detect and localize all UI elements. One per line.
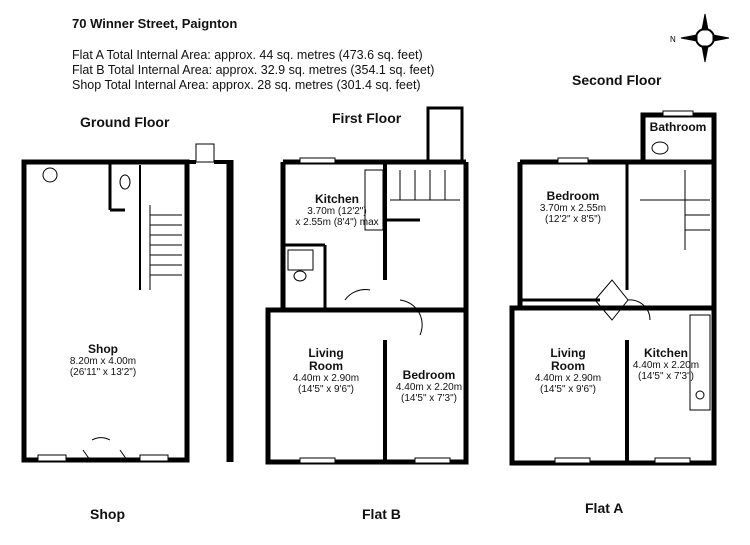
room-dimensions-m: 4.40m x 2.20m xyxy=(632,360,700,371)
first-floor-walls xyxy=(265,106,469,465)
compass-icon xyxy=(680,13,730,63)
room-dimensions-ft: (14'5" x 7'3") xyxy=(638,371,694,382)
room-name-line2: Room xyxy=(309,359,343,373)
room-name: Living xyxy=(308,346,344,360)
room-dimensions-ft: (14'5" x 9'6") xyxy=(298,384,354,395)
ground-floor-walls xyxy=(21,143,234,463)
room-dimensions-m: 4.40m x 2.90m xyxy=(292,373,360,384)
room-dimensions-m: 3.70m x 2.55m xyxy=(539,203,607,214)
first-floor-heading: First Floor xyxy=(332,110,402,126)
ground-floor-heading: Ground Floor xyxy=(80,114,170,130)
room-name: Shop xyxy=(87,342,118,356)
second-floor-walls xyxy=(509,110,717,466)
room-dimensions-ft: (14'5" x 7'3") xyxy=(401,393,457,404)
room-name-line2: Room xyxy=(551,359,585,373)
room-dimensions-ft: (12'2" x 8'5") xyxy=(545,214,601,225)
room-name: Living xyxy=(550,346,586,360)
room-name: Bathroom xyxy=(649,120,707,134)
room-bathroom-flat-a: Bathroom xyxy=(650,121,707,134)
room-name: Kitchen xyxy=(643,346,688,360)
second-floor-heading: Second Floor xyxy=(572,72,662,88)
room-dimensions-m: 8.20m x 4.00m xyxy=(69,356,137,367)
shop-unit-label: Shop xyxy=(90,506,125,522)
room-name: Kitchen xyxy=(314,192,360,206)
room-dimensions-m: 3.70m (12'2") xyxy=(307,206,367,217)
flat-a-unit-label: Flat A xyxy=(585,500,624,516)
room-name: Bedroom xyxy=(402,368,456,382)
flat-b-unit-label: Flat B xyxy=(362,506,401,522)
room-dimensions-ft: (26'11" x 13'2") xyxy=(69,367,137,378)
flat-b-area: Flat B Total Internal Area: approx. 32.9… xyxy=(72,63,435,77)
room-name: Bedroom xyxy=(546,189,600,203)
room-dimensions-ft: (14'5" x 9'6") xyxy=(540,384,596,395)
shop-area: Shop Total Internal Area: approx. 28 sq.… xyxy=(72,78,421,92)
property-address: 70 Winner Street, Paignton xyxy=(72,16,238,31)
room-dimensions-ft: x 2.55m (8'4") max xyxy=(295,217,379,228)
compass-label: N xyxy=(670,35,676,44)
room-dimensions-m: 4.40m x 2.90m xyxy=(534,373,602,384)
flat-a-area: Flat A Total Internal Area: approx. 44 s… xyxy=(72,48,423,62)
room-dimensions-m: 4.40m x 2.20m xyxy=(395,382,463,393)
